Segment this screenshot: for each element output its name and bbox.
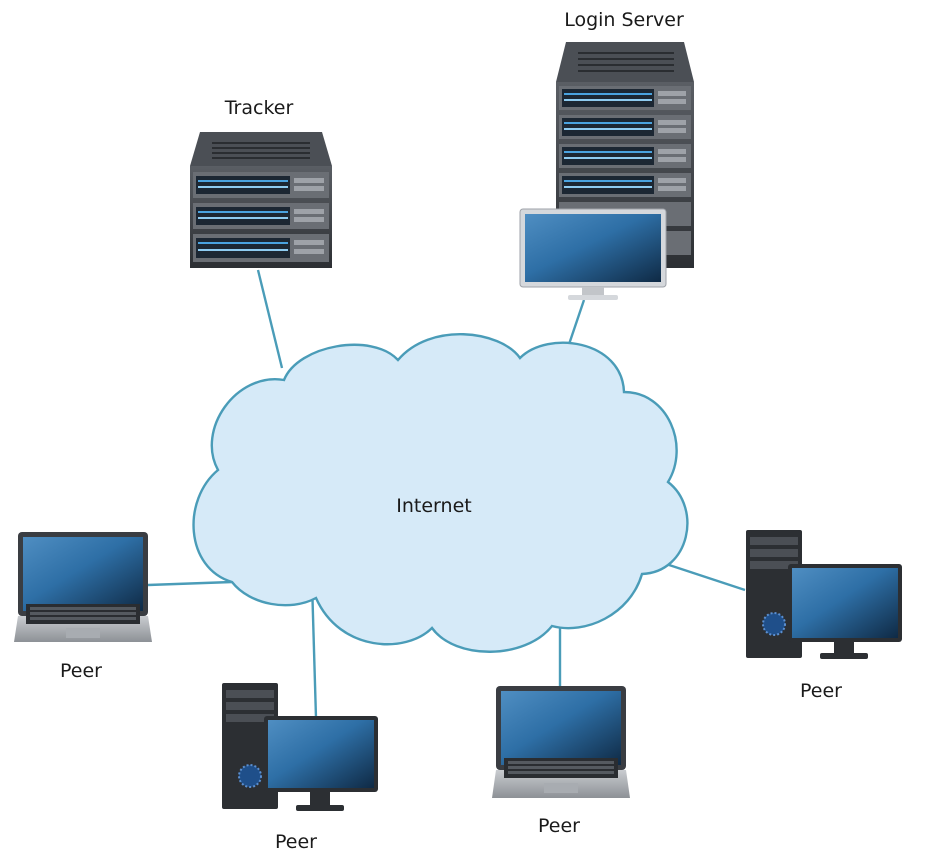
internet-label: Internet [396,495,472,517]
tracker-label: Tracker [224,97,294,119]
link-peer-1 [147,580,233,587]
links [147,269,746,719]
peer-3-laptop-icon [492,686,630,798]
peer-2-desktop-icon [222,683,378,811]
login-server-icon [519,42,694,300]
peer-3-label: Peer [538,815,580,837]
link-peer-4 [659,560,746,592]
internet-cloud [192,333,689,653]
link-peer-2 [310,581,318,719]
link-tracker [256,269,284,369]
peer-4-desktop-icon [746,530,902,659]
tracker-server-icon [190,132,332,268]
peer-4-label: Peer [800,680,842,702]
login-server-label: Login Server [564,9,684,31]
peer-1-laptop-icon [14,532,152,642]
peer-2-label: Peer [275,831,317,853]
peer-1-label: Peer [60,660,102,682]
